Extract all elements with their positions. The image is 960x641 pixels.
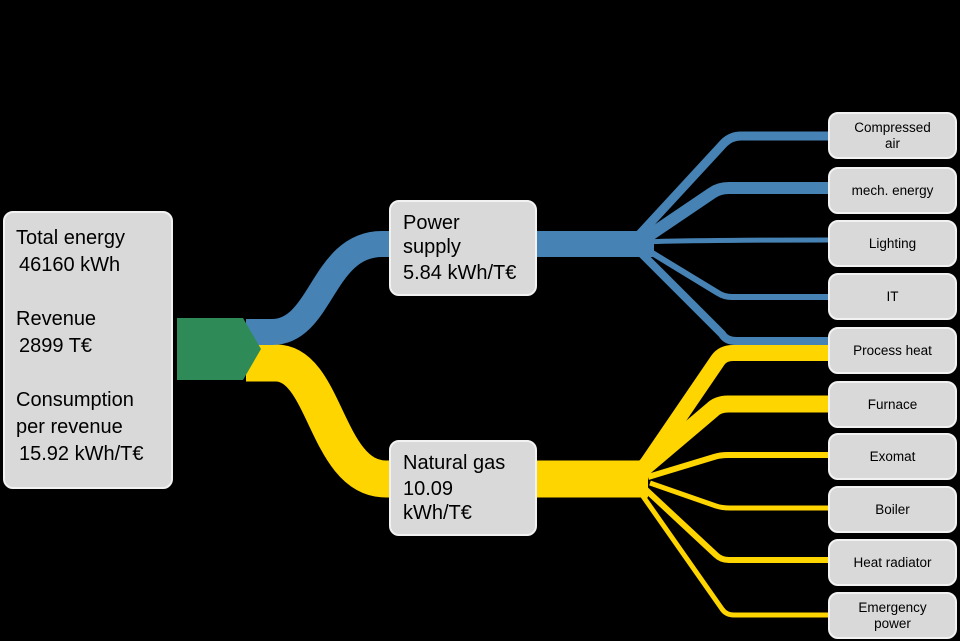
total-energy-label: Total energy (16, 227, 125, 249)
node-it: IT (828, 273, 957, 320)
revenue-label: Revenue (16, 308, 97, 330)
boiler-label: Boiler (875, 501, 910, 517)
node-exomat: Exomat (828, 433, 957, 480)
flow-total-to-natural-gas (246, 344, 648, 498)
node-heat-radiator: Heat radiator (828, 539, 957, 586)
flow-power-supply-to-process-heat (637, 249, 832, 345)
revenue-value: 2899 T€ (19, 335, 93, 357)
lighting-label: Lighting (868, 235, 917, 251)
process-heat-label: Process heat (853, 342, 932, 358)
flow-power-supply-to-compressed-air (636, 131, 832, 238)
flow-power-supply-to-mech-energy (640, 182, 832, 244)
it-label: IT (886, 288, 899, 304)
flow-natural-gas-to-heat-radiator (641, 485, 832, 563)
flow-power-supply-to-lighting (639, 237, 833, 245)
node-boiler: Boiler (828, 486, 957, 533)
flow-power-supply-to-it (642, 245, 832, 300)
node-process-heat: Process heat (828, 327, 957, 374)
node-emergency-power: Emergency power (828, 592, 957, 639)
flow-natural-gas-to-process-heat (638, 345, 832, 472)
total-energy-arrow (177, 318, 261, 380)
exomat-label: Exomat (869, 448, 916, 464)
flow-natural-gas-to-furnace (634, 395, 832, 478)
node-power-supply: Power supply 5.84 kWh/T€ (389, 200, 537, 296)
consumption-value: 15.92 kWh/T€ (19, 443, 144, 465)
total-energy-value: 46160 kWh (19, 254, 121, 276)
power-supply-label: Power supply (403, 212, 461, 258)
total-energy-group: Total energy 46160 kWh (16, 225, 160, 279)
heat-radiator-label: Heat radiator (853, 554, 932, 570)
flow-total-to-power-supply (246, 231, 654, 345)
mech-energy-label: mech. energy (851, 182, 934, 198)
natural-gas-value: 10.09 kWh/T€ (403, 478, 472, 524)
node-natural-gas: Natural gas 10.09 kWh/T€ (389, 440, 537, 536)
node-total-energy: Total energy 46160 kWh Revenue 2899 T€ C… (3, 211, 173, 489)
consumption-label: Consumption per revenue (16, 389, 134, 438)
revenue-group: Revenue 2899 T€ (16, 306, 160, 360)
flow-natural-gas-to-boiler (649, 480, 832, 511)
flow-natural-gas-to-emergency-power (637, 490, 832, 618)
node-mech-energy: mech. energy (828, 167, 957, 214)
node-furnace: Furnace (828, 381, 957, 428)
emergency-power-label: Emergency power (858, 599, 927, 631)
furnace-label: Furnace (867, 396, 918, 412)
flow-natural-gas-to-exomat (647, 452, 832, 480)
consumption-group: Consumption per revenue 15.92 kWh/T€ (16, 387, 160, 468)
node-compressed-air: Compressed air (828, 112, 957, 159)
compressed-air-label: Compressed air (854, 119, 931, 151)
node-lighting: Lighting (828, 220, 957, 267)
natural-gas-label: Natural gas (403, 452, 506, 474)
power-supply-value: 5.84 kWh/T€ (403, 262, 517, 284)
